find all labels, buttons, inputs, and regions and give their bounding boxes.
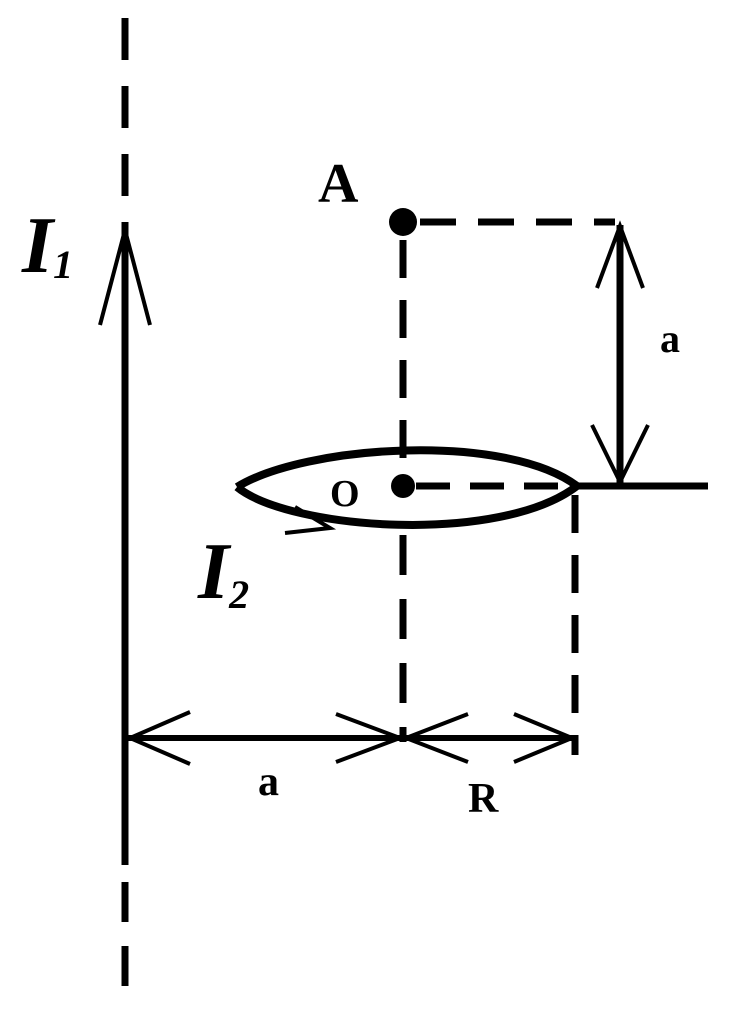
dim-r-right-arrow-icon — [513, 712, 578, 764]
loop-bottom-arc — [234, 482, 580, 529]
vertical-dim-arrow-top-icon — [595, 220, 645, 289]
dim-a-left-arrow-icon — [124, 710, 191, 766]
dim-a-right-arrow-icon — [335, 712, 406, 764]
label-point-a: A — [318, 153, 359, 215]
vertical-dimension-a — [590, 220, 650, 487]
label-vertical-a: a — [660, 316, 680, 361]
label-i1-subscript: 1 — [53, 242, 73, 287]
label-horizontal-a: a — [258, 759, 279, 805]
label-center-o: O — [330, 473, 360, 515]
loop-i2 — [234, 446, 580, 535]
label-i1-symbol: I — [21, 202, 56, 290]
label-radius-r: R — [468, 776, 499, 822]
wire-i1 — [98, 18, 152, 995]
loop-top-arc — [234, 446, 580, 491]
center-o-marker — [391, 474, 415, 498]
horizontal-dimensions — [124, 710, 578, 766]
vertical-dim-arrow-bottom-icon — [590, 424, 650, 487]
label-i1: I1 — [21, 202, 73, 290]
current-i2-arrow-icon — [284, 505, 337, 535]
current-i1-arrow-icon — [98, 222, 152, 326]
label-i2: I2 — [197, 528, 249, 617]
label-i2-symbol: I — [197, 528, 232, 616]
point-a-marker — [389, 208, 417, 236]
label-i2-subscript: 2 — [228, 572, 249, 617]
dim-r-left-arrow-icon — [400, 712, 469, 764]
